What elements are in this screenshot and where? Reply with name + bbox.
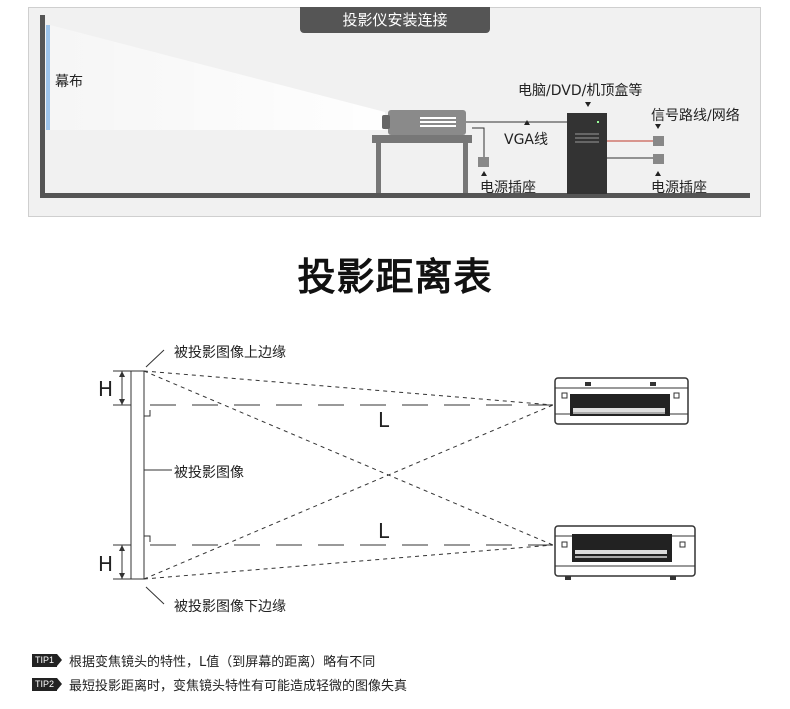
leader-bottom (145, 586, 165, 605)
arrow-down-icon (655, 124, 661, 129)
arrow-down-icon (119, 573, 125, 579)
arrow-up-icon (481, 171, 487, 176)
tip-badge: TIP2 (32, 677, 63, 691)
arrow-up-icon (655, 171, 661, 176)
power-label-left: 电源插座 (480, 180, 536, 196)
l-label-top: L (378, 408, 390, 432)
arrow-down-icon (585, 102, 591, 107)
screen-bar (130, 370, 145, 580)
vga-label: VGA线 (504, 132, 549, 148)
tip-text: 根据变焦镜头的特性，L值（到屏幕的距离）略有不同 (69, 654, 376, 670)
screen-label: 幕布 (55, 74, 83, 90)
tip-badge: TIP1 (32, 653, 63, 667)
arrow-up-icon (524, 120, 530, 125)
tip-row: TIP1 根据变焦镜头的特性，L值（到屏幕的距离）略有不同 (32, 651, 376, 670)
tip-text: 最短投影距离时，变焦镜头特性有可能造成轻微的图像失真 (69, 678, 408, 694)
distance-diagram (113, 349, 696, 605)
install-illustration (40, 15, 750, 198)
projector-table (372, 135, 472, 143)
leader-top (145, 349, 165, 368)
top-edge-label: 被投影图像上边缘 (174, 345, 286, 361)
network-jack (653, 136, 664, 146)
projection-screen (46, 25, 50, 130)
power-outlet-left (478, 157, 489, 167)
h-label-bottom: H (98, 552, 114, 576)
tip-row: TIP2 最短投影距离时，变焦镜头特性有可能造成轻微的图像失真 (32, 675, 408, 694)
power-label-right: 电源插座 (651, 180, 707, 196)
axis-lines (150, 404, 553, 546)
install-title: 投影仪安装连接 (300, 7, 490, 33)
computer-tower-icon (567, 113, 607, 194)
projection-lines (143, 370, 554, 580)
power-outlet-right (653, 154, 664, 164)
device-label: 电脑/DVD/机顶盒等 (518, 83, 643, 99)
floor (40, 193, 750, 198)
light-beam (50, 25, 385, 130)
l-label-bottom: L (378, 519, 390, 543)
distance-title: 投影距离表 (297, 255, 493, 299)
wall (40, 15, 45, 198)
arrow-up-icon (119, 545, 125, 551)
projector-top-icon (554, 377, 689, 425)
projector-bottom-icon (554, 525, 696, 580)
h-label-top: H (98, 377, 114, 401)
arrow-down-icon (119, 399, 125, 405)
signal-label: 信号路线/网络 (651, 108, 740, 124)
projector-icon (382, 110, 466, 135)
bottom-edge-label: 被投影图像下边缘 (174, 599, 286, 615)
arrow-up-icon (119, 371, 125, 377)
image-label: 被投影图像 (174, 465, 244, 481)
